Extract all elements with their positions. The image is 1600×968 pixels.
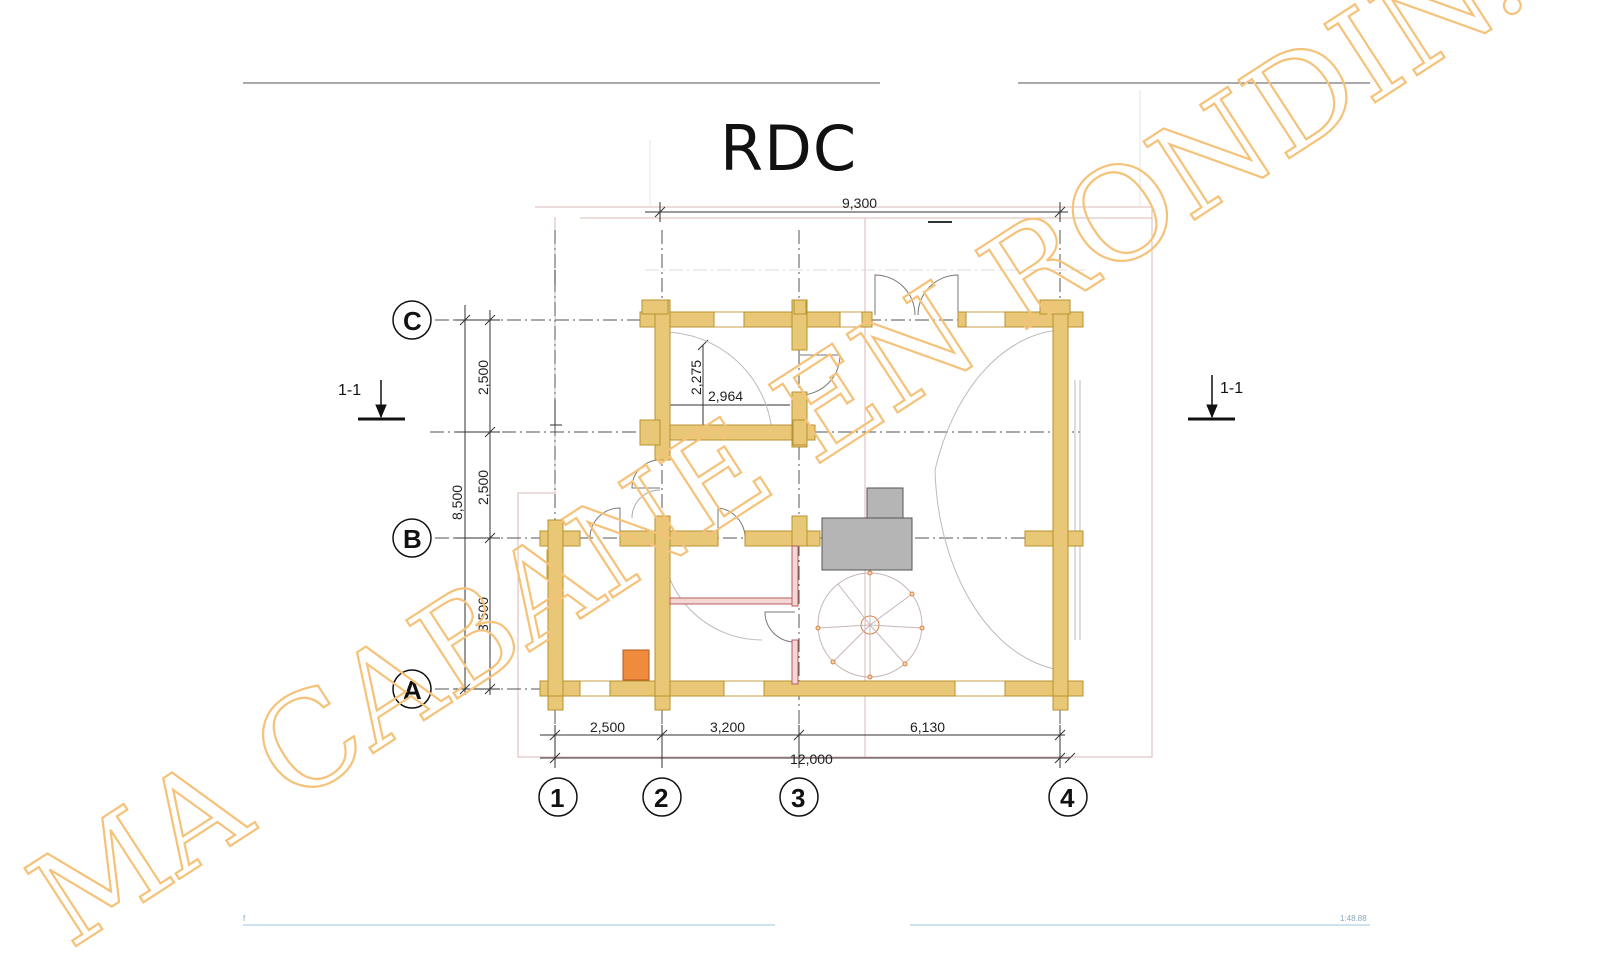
partitions <box>669 545 799 685</box>
axis-label-4: 4 <box>1060 783 1075 813</box>
axis-bubble-c <box>392 300 432 340</box>
hearth <box>821 487 913 571</box>
axis-label-3: 3 <box>791 783 805 813</box>
dimension-labels: 9,300 2,500 3,200 6,130 12,000 2,964 2,5… <box>449 195 945 767</box>
section-label-left: 1-1 <box>338 382 361 399</box>
page-title: RDC <box>720 112 858 185</box>
section-label-right: 1-1 <box>1220 380 1243 397</box>
footer-mark: f <box>243 914 246 923</box>
axis-label-b: B <box>403 524 422 554</box>
dim-left-c-b-upper: 2,500 <box>475 360 491 395</box>
dimension-lines <box>455 202 1076 768</box>
door-swings <box>550 270 1081 671</box>
dim-left-overall: 8,500 <box>449 485 465 520</box>
dim-span-1-2: 2,500 <box>590 719 625 735</box>
axis-label-a: A <box>403 675 422 705</box>
sheet-frame <box>243 82 1370 926</box>
axis-bubble-1 <box>538 777 578 817</box>
dim-top-overall: 9,300 <box>842 195 877 211</box>
section-mark-right <box>1188 375 1235 421</box>
axis-label-2: 2 <box>654 783 668 813</box>
axis-bubble-2 <box>642 777 682 817</box>
axis-labels: C B A 1 2 3 4 <box>403 306 1075 813</box>
site-outline <box>517 90 1153 758</box>
axis-bubbles <box>392 300 1088 817</box>
dim-left-c-b-lower: 2,500 <box>475 470 491 505</box>
stove <box>622 649 650 681</box>
dim-room-width: 2,964 <box>708 388 743 404</box>
dim-bottom-overall: 12,000 <box>790 751 833 767</box>
dim-left-b-a: 3,500 <box>475 597 491 632</box>
section-mark-left <box>358 380 405 421</box>
axis-bubble-b <box>392 518 432 558</box>
scale-note: 1:48.88 <box>1340 914 1367 923</box>
dim-room-depth: 2,275 <box>688 360 704 395</box>
log-walls <box>539 299 1084 711</box>
axis-label-c: C <box>403 306 422 336</box>
dim-span-3-4: 6,130 <box>910 719 945 735</box>
spiral-staircase <box>815 570 925 680</box>
axis-bubble-4 <box>1048 777 1088 817</box>
axis-bubble-a <box>392 669 432 709</box>
watermark: MA CABANE EN RONDIN.FR <box>6 0 1600 968</box>
dim-span-2-3: 3,200 <box>710 719 745 735</box>
axis-label-1: 1 <box>550 783 564 813</box>
axis-bubble-3 <box>779 777 819 817</box>
